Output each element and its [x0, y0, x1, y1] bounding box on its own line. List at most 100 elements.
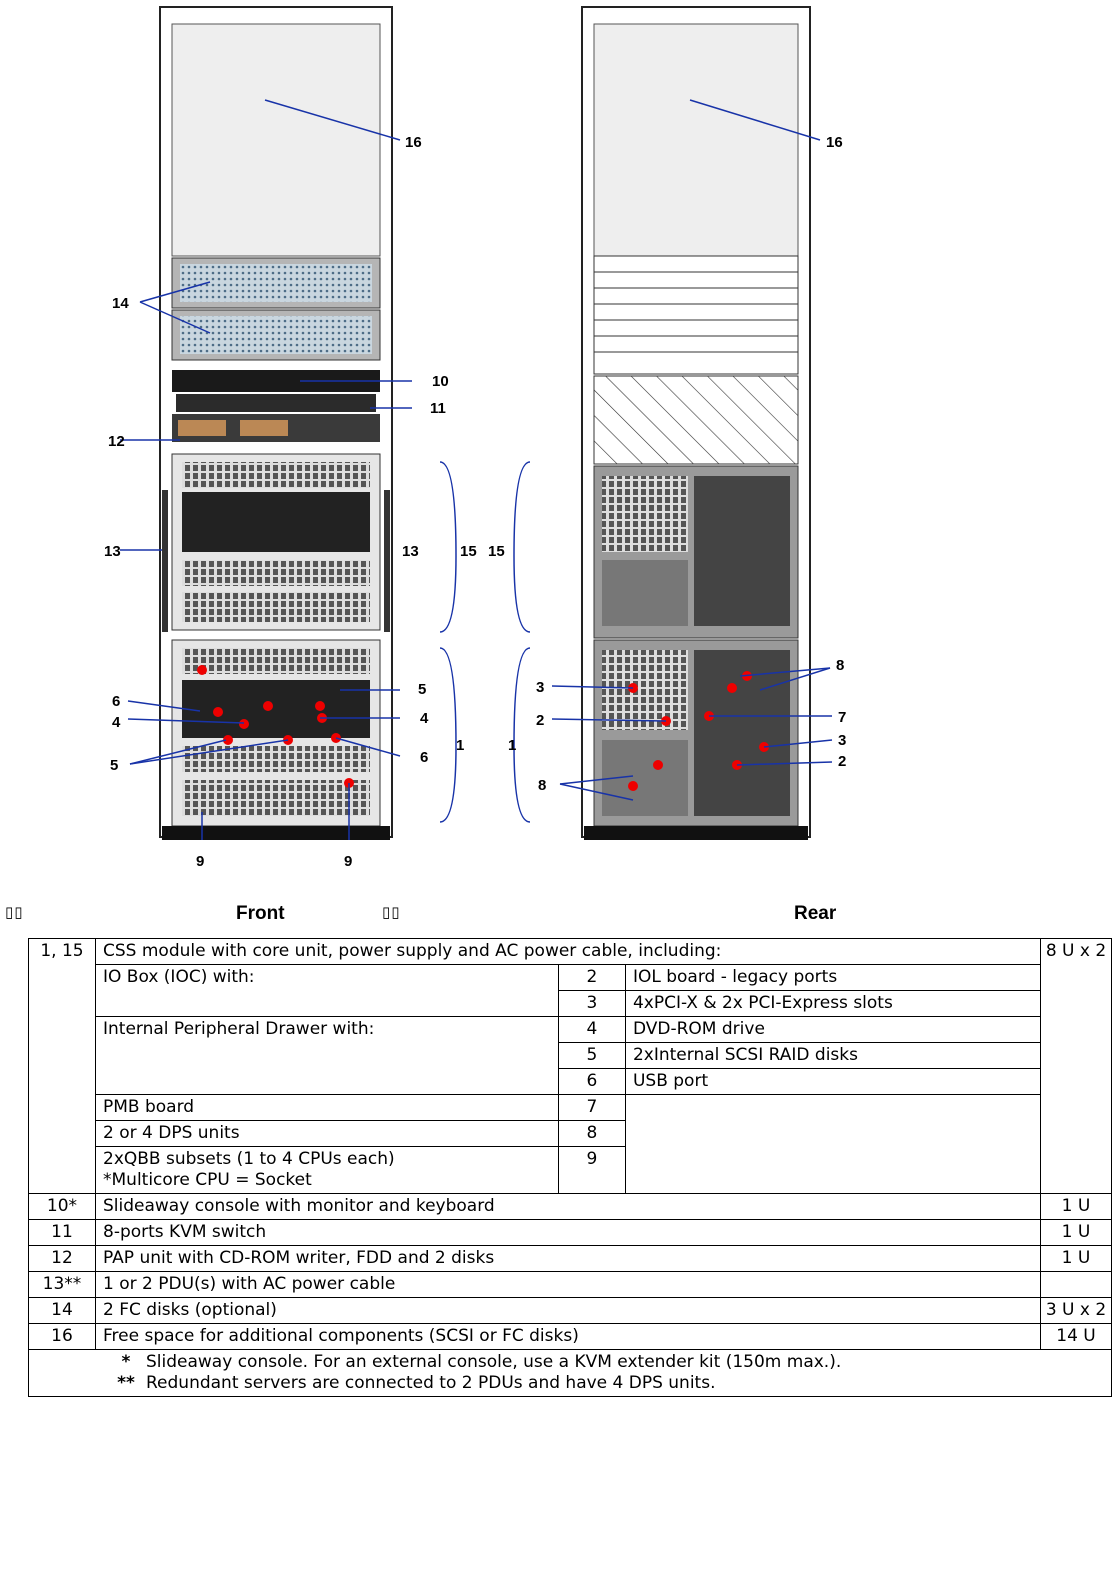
callout-10: 10 — [432, 373, 449, 390]
callout-8-left: 8 — [538, 777, 546, 794]
item-description: 4xPCI-X & 2x PCI-Express slots — [624, 990, 1042, 1017]
table-row: 13** 1 or 2 PDU(s) with AC power cable — [28, 1271, 1112, 1298]
row-description: CSS module with core unit, power supply … — [95, 938, 1041, 965]
callout-7: 7 — [838, 709, 846, 726]
notes-cell: * Slideaway console. For an external cons… — [28, 1349, 1112, 1397]
item-label-line1: 2xQBB subsets (1 to 4 CPUs each) — [103, 1149, 395, 1169]
table-row: IO Box (IOC) with: 2 IOL board - legacy … — [29, 964, 1112, 1017]
table-row: 3 4xPCI-X & 2x PCI-Express slots — [29, 990, 1112, 1017]
item-label: 2xQBB subsets (1 to 4 CPUs each)*Multico… — [95, 1146, 559, 1194]
item-label: PMB board — [95, 1094, 559, 1121]
table-row: 5 2xInternal SCSI RAID disks — [29, 1042, 1112, 1069]
row-number: 10* — [28, 1193, 96, 1220]
callout-12: 12 — [108, 433, 125, 450]
footnote-mark: * — [121, 1352, 131, 1372]
callout-1-front: 1 — [456, 737, 464, 754]
table-row: 11 8-ports KVM switch 1 U — [28, 1219, 1112, 1246]
row-number: 11 — [28, 1219, 96, 1246]
row-unit — [1040, 1271, 1112, 1298]
callout-11: 11 — [430, 400, 446, 417]
footnote-text: Slideaway console. For an external conso… — [146, 1352, 842, 1372]
callout-3-left: 3 — [536, 679, 544, 696]
group-label: IO Box (IOC) with: — [95, 964, 559, 1017]
item-number: 9 — [557, 1146, 626, 1194]
table-row: 6 USB port — [29, 1068, 1112, 1095]
row-unit: 8 U x 2 — [1040, 938, 1112, 1194]
footnote: * Slideaway console. For an external cons… — [36, 1352, 1104, 1373]
callout-4-right: 4 — [420, 710, 429, 727]
row-description: PAP unit with CD-ROM writer, FDD and 2 d… — [95, 1245, 1041, 1272]
table-row: 1, 15 CSS module with core unit, power s… — [28, 938, 1112, 1194]
row-number: 16 — [28, 1323, 96, 1350]
table-row: PMB board 7 — [29, 1094, 1112, 1194]
front-caption: Front — [236, 903, 285, 924]
rear-callouts: 16 15 3 2 8 8 7 3 2 1 — [488, 134, 846, 794]
callout-15-rear: 15 — [488, 543, 505, 560]
callout-2-right: 2 — [838, 753, 846, 770]
table-row: 16 Free space for additional components … — [28, 1323, 1112, 1350]
item-label: 2 or 4 DPS units — [95, 1120, 559, 1147]
group-label: Internal Peripheral Drawer with: — [95, 1016, 559, 1095]
callout-4-left: 4 — [112, 714, 121, 731]
item-number: 6 — [557, 1068, 626, 1095]
table-row: 10* Slideaway console with monitor and k… — [28, 1193, 1112, 1220]
item-description: 2xInternal SCSI RAID disks — [624, 1042, 1042, 1069]
caption-glyph-middle: ▯▯ — [382, 903, 401, 921]
item-number: 5 — [557, 1042, 626, 1069]
table-row: 12 PAP unit with CD-ROM writer, FDD and … — [28, 1245, 1112, 1272]
row-description: 8-ports KVM switch — [95, 1219, 1041, 1246]
row-unit: 14 U — [1040, 1323, 1112, 1350]
table-row: 2 or 4 DPS units 8 — [29, 1120, 1112, 1147]
table-row: Internal Peripheral Drawer with: 4 DVD-R… — [29, 1016, 1112, 1095]
item-number: 2 — [557, 964, 626, 991]
table-row: * Slideaway console. For an external cons… — [28, 1349, 1112, 1397]
row-unit: 1 U — [1040, 1245, 1112, 1272]
callout-5-right: 5 — [418, 681, 426, 698]
front-callouts: 16 14 10 11 12 13 13 15 6 5 4 4 5 6 1 9 … — [104, 134, 477, 870]
front-cabinet — [159, 6, 393, 840]
empty-cell — [624, 1094, 1042, 1194]
item-number: 4 — [557, 1016, 626, 1043]
callout-16-front: 16 — [405, 134, 422, 151]
row-number: 13** — [28, 1271, 96, 1298]
callout-9-right: 9 — [344, 853, 352, 870]
rear-cabinet — [581, 6, 811, 840]
callout-1-rear: 1 — [508, 737, 516, 754]
callout-6-left: 6 — [112, 693, 120, 710]
row-description: Free space for additional components (SC… — [95, 1323, 1041, 1350]
table-row: 14 2 FC disks (optional) 3 U x 2 — [28, 1297, 1112, 1324]
item-number: 3 — [557, 990, 626, 1017]
callout-9-left: 9 — [196, 853, 204, 870]
callout-15-front: 15 — [460, 543, 477, 560]
item-number: 7 — [557, 1094, 626, 1121]
row-description: Slideaway console with monitor and keybo… — [95, 1193, 1041, 1220]
row-number: 1, 15 — [28, 938, 96, 1194]
component-table: 1, 15 CSS module with core unit, power s… — [28, 938, 1112, 1397]
callout-13-left: 13 — [104, 543, 121, 560]
row-unit: 1 U — [1040, 1193, 1112, 1220]
callout-14: 14 — [112, 295, 129, 312]
callout-2-left: 2 — [536, 712, 544, 729]
row-number: 14 — [28, 1297, 96, 1324]
cabinet-figure: 16 14 10 11 12 13 13 15 6 5 4 4 5 6 1 9 … — [104, 6, 846, 870]
row-unit: 3 U x 2 — [1040, 1297, 1112, 1324]
callout-3-right: 3 — [838, 732, 846, 749]
row-unit: 1 U — [1040, 1219, 1112, 1246]
footnote-text: Redundant servers are connected to 2 PDU… — [146, 1373, 716, 1393]
footnote: ** Redundant servers are connected to 2 P… — [36, 1373, 1104, 1394]
item-number: 8 — [557, 1120, 626, 1147]
item-description: DVD-ROM drive — [624, 1016, 1042, 1043]
footnote-mark: ** — [117, 1373, 135, 1393]
caption-glyph-left: ▯▯ — [5, 903, 24, 921]
item-label-line2: *Multicore CPU = Socket — [103, 1170, 312, 1190]
leader-lines — [120, 99, 833, 840]
callout-16-rear: 16 — [826, 134, 843, 151]
callout-6-right: 6 — [420, 749, 428, 766]
row-description: 1 or 2 PDU(s) with AC power cable — [95, 1271, 1041, 1298]
callout-13-right: 13 — [402, 543, 419, 560]
table-row: 2xQBB subsets (1 to 4 CPUs each)*Multico… — [29, 1146, 1112, 1194]
row-number: 12 — [28, 1245, 96, 1272]
item-description: IOL board - legacy ports — [624, 964, 1042, 991]
row-description: 2 FC disks (optional) — [95, 1297, 1041, 1324]
rear-caption: Rear — [794, 903, 837, 924]
